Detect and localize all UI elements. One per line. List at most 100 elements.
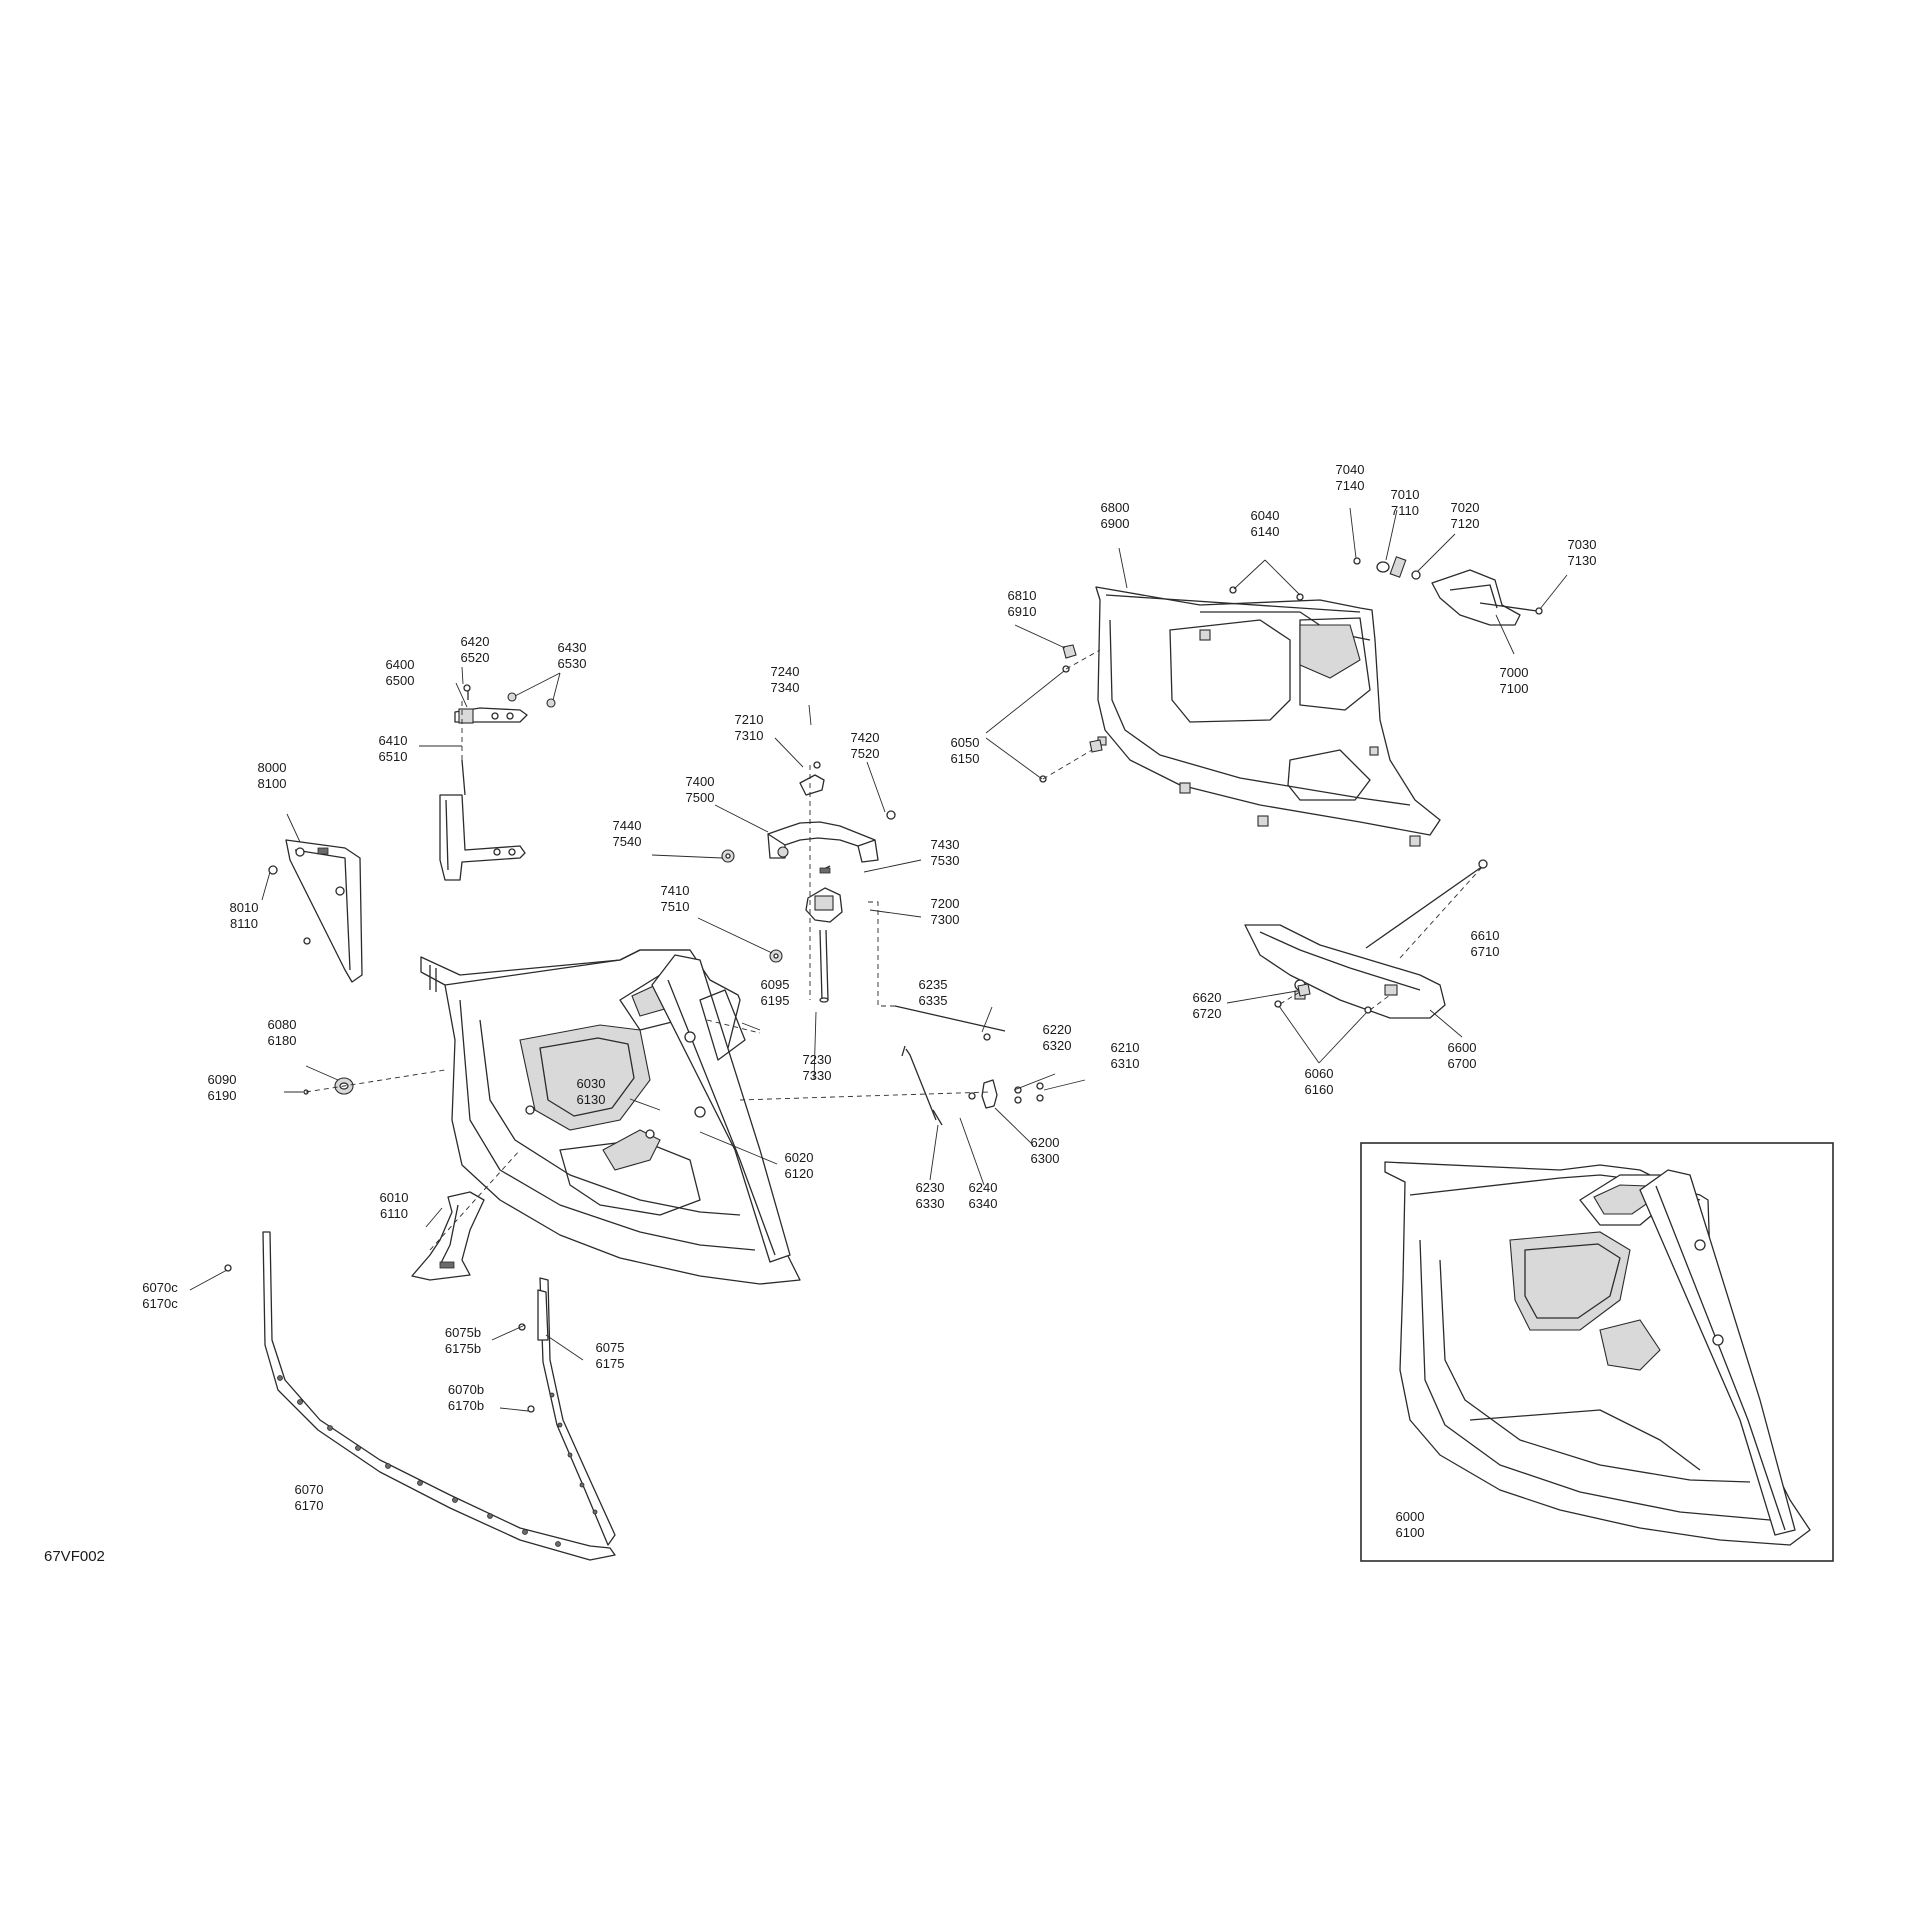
callout-num: 6070c: [142, 1280, 178, 1295]
callout-num-alt: 7340: [770, 680, 800, 695]
callout-num-alt: 7120: [1450, 516, 1480, 531]
callout-num: 6200: [1030, 1135, 1060, 1150]
callout-num: 6060: [1304, 1066, 1334, 1081]
callout-num-alt: 6120: [784, 1166, 814, 1181]
callout-num-alt: 6175: [595, 1356, 625, 1371]
diagram-code: 67VF002: [44, 1548, 105, 1565]
callout-num-alt: 6180: [267, 1033, 297, 1048]
callout-num: 6620: [1192, 990, 1222, 1005]
door-frame-main: [420, 949, 801, 1285]
callout-num: 6810: [1007, 588, 1037, 603]
callout-num-alt: 7130: [1567, 553, 1597, 568]
callout-num-alt: 6720: [1192, 1006, 1222, 1021]
rail-6600: [1244, 859, 1488, 1019]
callout-num-alt: 6170c: [142, 1296, 178, 1311]
callout-num: 6610: [1470, 928, 1500, 943]
callout-num-alt: 6500: [385, 673, 415, 688]
callout-num-alt: 7140: [1335, 478, 1365, 493]
callout-num: 7200: [930, 896, 960, 911]
callout-num: 6080: [267, 1017, 297, 1032]
callout-num-alt: 7310: [734, 728, 764, 743]
callout-num: 7000: [1499, 665, 1529, 680]
strap-group: [721, 761, 896, 1003]
callout-num: 6210: [1110, 1040, 1140, 1055]
callout-num: 8010: [229, 900, 259, 915]
callout-num: 7230: [802, 1052, 832, 1067]
callout-num-alt: 6530: [557, 656, 587, 671]
callout-num: 7010: [1390, 487, 1420, 502]
callout-num: 6400: [385, 657, 415, 672]
callout-num-alt: 7530: [930, 853, 960, 868]
callout-num: 6075b: [444, 1325, 482, 1340]
callout-num: 6420: [460, 634, 490, 649]
callout-num-alt: 7500: [685, 790, 715, 805]
callout-num-alt: 6330: [915, 1196, 945, 1211]
callout-num-alt: 6175b: [444, 1341, 482, 1356]
callout-num-alt: 8100: [257, 776, 287, 791]
seal-strips: [224, 1231, 616, 1561]
callout-num: 7240: [770, 664, 800, 679]
callout-num: 6800: [1100, 500, 1130, 515]
callout-num: 6070: [294, 1482, 324, 1497]
callout-num: 6040: [1250, 508, 1280, 523]
callout-num: 6220: [1042, 1022, 1072, 1037]
callout-num: 6070b: [447, 1382, 485, 1397]
callout-num: 6095: [760, 977, 790, 992]
callout-num-alt: 6710: [1470, 944, 1500, 959]
callout-num: 7210: [734, 712, 764, 727]
callout-num: 6075: [595, 1340, 625, 1355]
callout-num-alt: 6150: [950, 751, 980, 766]
callout-num-alt: 6900: [1100, 516, 1130, 531]
callout-num-alt: 6195: [760, 993, 790, 1008]
callout-num-alt: 7110: [1391, 503, 1419, 518]
callout-num-alt: 7330: [802, 1068, 832, 1083]
callout-num: 6230: [915, 1180, 945, 1195]
callout-num-alt: 8110: [230, 916, 258, 931]
callout-num: 6020: [784, 1150, 814, 1165]
callout-num-alt: 6510: [378, 749, 408, 764]
callout-num: 6600: [1447, 1040, 1477, 1055]
callout-num-alt: 7100: [1499, 681, 1529, 696]
callout-num: 6010: [379, 1190, 409, 1205]
inset-box: [1360, 1142, 1834, 1562]
callout-num-alt: 7540: [612, 834, 642, 849]
callout-num: 7040: [1335, 462, 1365, 477]
callout-num-alt: 6520: [460, 650, 490, 665]
handle-parts-7000: [1353, 556, 1543, 626]
callout-num-alt: 6910: [1007, 604, 1037, 619]
callout-num: 7030: [1567, 537, 1597, 552]
callout-num-alt: 6130: [576, 1092, 606, 1107]
